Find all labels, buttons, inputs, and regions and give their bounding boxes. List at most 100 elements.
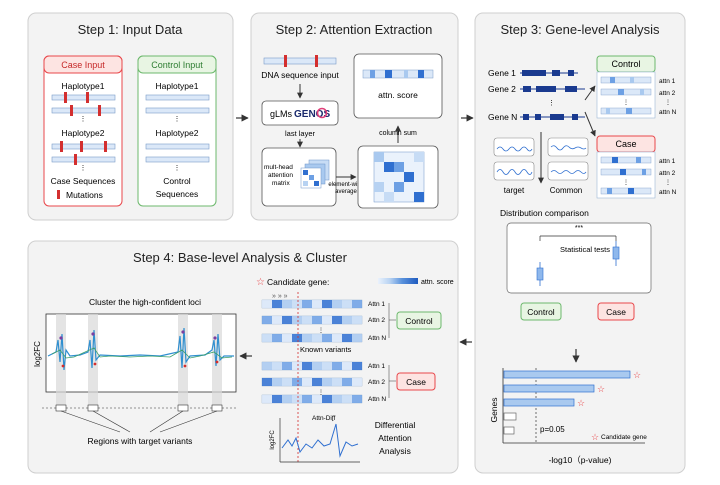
attention-cell (282, 316, 292, 324)
attention-cell (272, 378, 282, 386)
attention-cell (302, 362, 312, 370)
attention-cell (312, 316, 322, 324)
control-group-label: Control (527, 307, 555, 317)
case-attn-ellipsis: ⋮ (665, 180, 671, 186)
significance-stars: *** (575, 225, 583, 232)
attention-cell (262, 300, 272, 308)
step2-panel: Step 2: Attention Extraction DNA sequenc… (250, 12, 459, 221)
control-attnN-label: attn N (659, 109, 677, 116)
attn-diff-arrow-icon: ↓ (331, 416, 335, 423)
attention-cell (272, 362, 282, 370)
candidate-star-icon: ☆ (633, 370, 641, 380)
attention-cell (282, 362, 292, 370)
attention-cell (262, 378, 272, 386)
attn-score-bar (362, 69, 434, 79)
case-attn2-label: attn 2 (659, 170, 676, 177)
attn-score-box (353, 53, 443, 119)
attention-cell (332, 378, 342, 386)
genen-label: Gene N (488, 112, 517, 122)
averaged-attention-matrix (373, 151, 425, 203)
attention-cell (312, 362, 322, 370)
control-sequences-line1: Control (163, 176, 191, 186)
element-wise-line2: average (335, 189, 357, 195)
attention-cell (322, 316, 332, 324)
attention-cell (342, 378, 352, 386)
case-attn1-label: attn 1 (659, 158, 676, 165)
control-attn-ellipsis: ⋮ (665, 100, 671, 106)
attention-cell (332, 334, 342, 342)
control-input-box: Control Input Haplotype1 ⋮ Haplotype2 ⋮ … (137, 55, 217, 207)
attention-cell (352, 362, 362, 370)
attention-cell (282, 378, 292, 386)
control-haplotype1-label: Haplotype1 (155, 81, 198, 91)
gene-pvalue-chart: ☆☆☆ (502, 368, 645, 444)
attention-cell (282, 395, 292, 403)
region-markers (42, 404, 238, 433)
attention-cell (272, 395, 282, 403)
attention-tracks (261, 292, 363, 462)
attention-cell (302, 395, 312, 403)
distribution-comparison-title: Distribution comparison (500, 208, 589, 218)
attention-cell (312, 334, 322, 342)
attention-cell (332, 362, 342, 370)
attention-cell (342, 316, 352, 324)
track-attn2-control: Attn 2 (368, 317, 385, 324)
diff-line2: Attention (378, 433, 412, 443)
attention-cell (332, 395, 342, 403)
attention-cell (262, 316, 272, 324)
attention-cell (302, 378, 312, 386)
step4-case-label: Case (406, 377, 426, 387)
gene-bar (503, 412, 517, 421)
attention-cell (302, 334, 312, 342)
step2-title: Step 2: Attention Extraction (276, 22, 433, 37)
step1-panel: Step 1: Input Data Case Input Haplotype1… (27, 12, 234, 221)
track-attn2-case: Attn 2 (368, 379, 385, 386)
control-group-box (520, 302, 562, 321)
statistical-tests-label: Statistical tests (560, 245, 610, 254)
svg-text:⋮: ⋮ (623, 180, 629, 186)
case-ellipsis-1: ⋮ (80, 116, 87, 123)
control-attn2-label: attn 2 (659, 90, 676, 97)
case-sequences-label: Case Sequences (51, 176, 116, 186)
track-attnN-control: Attn N (368, 335, 386, 342)
track-attnN-case: Attn N (368, 396, 386, 403)
step3-control-label: Control (611, 59, 640, 69)
step4-title: Step 4: Base-level Analysis & Cluster (133, 250, 348, 265)
candidate-legend-star-icon: ☆ (591, 432, 599, 442)
attention-cell (272, 334, 282, 342)
case-input-box: Case Input Haplotype1 ⋮ Haplotype2 ⋮ Cas… (43, 55, 123, 207)
attention-cell (352, 378, 362, 386)
track-attn1-control: Attn 1 (368, 301, 385, 308)
cluster-title: Cluster the high-confident loci (89, 297, 201, 307)
case-attnN-label: attn N (659, 189, 677, 196)
attention-cell (292, 378, 302, 386)
attention-cell (342, 395, 352, 403)
pvalue-axis-label: -log10（p-value) (549, 455, 612, 465)
diff-line3: Analysis (379, 446, 411, 456)
step3-title: Step 3: Gene-level Analysis (501, 22, 660, 37)
gene1-structure (520, 70, 578, 76)
attention-cell (292, 300, 302, 308)
candidate-gene-label: Candidate gene: (267, 277, 329, 287)
log2fc-signal (47, 327, 234, 371)
multi-head-matrix-icon (300, 159, 330, 189)
column-sum-label: column sum (379, 130, 417, 137)
target-label: target (504, 186, 525, 195)
track-ellipsis-case: ⋮ (318, 390, 324, 396)
log2fc-axis-label: log2FC (33, 341, 42, 367)
step4-panel: Step 4: Base-level Analysis & Cluster ☆ … (27, 240, 459, 474)
step4-control-box (396, 311, 442, 330)
attention-cell (292, 334, 302, 342)
attention-cell (292, 395, 302, 403)
step4-attn-score-label: attn. score (421, 279, 454, 286)
track-attn1-case: Attn 1 (368, 363, 385, 370)
case-haplotype2-label: Haplotype2 (61, 128, 104, 138)
attention-cell (262, 362, 272, 370)
gene1-label: Gene 1 (488, 68, 516, 78)
attn-diff-plot (279, 418, 360, 463)
mha-line3: matrix (272, 180, 290, 187)
attention-cell (322, 334, 332, 342)
distribution-thumbnails (493, 137, 589, 181)
attention-cell (342, 362, 352, 370)
